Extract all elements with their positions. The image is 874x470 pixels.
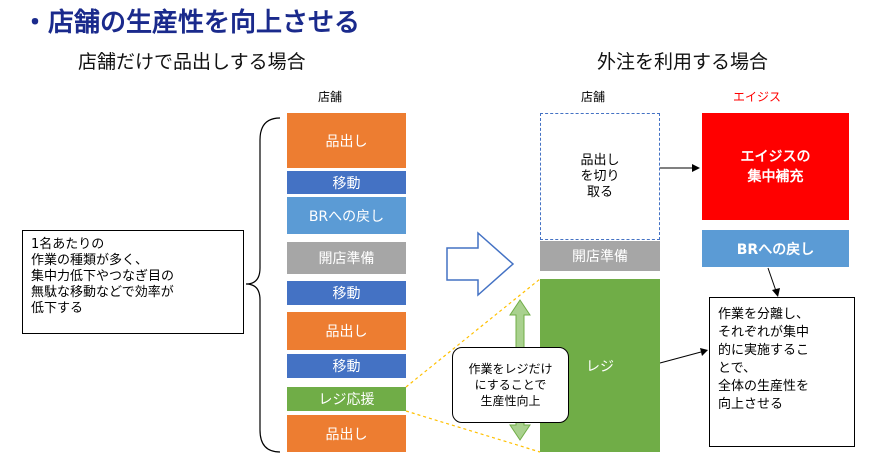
task-block: 開店準備	[287, 242, 406, 274]
task-block: 品出し	[287, 312, 406, 350]
hollow-arrow	[446, 231, 515, 297]
task-block: 移動	[287, 281, 406, 305]
task-block: 移動	[287, 171, 406, 194]
task-block: レジ応援	[287, 387, 406, 411]
center-note: 作業をレジだけ にすることで 生産性向上	[452, 347, 569, 423]
dotted-line-lower	[405, 410, 541, 453]
task-block: 品出し	[287, 415, 406, 452]
col-header-store-left: 店舗	[318, 90, 343, 104]
right-note: 作業を分離し、 それぞれが集中 的に実施するこ とで、 全体の生産性を 向上させ…	[709, 297, 855, 447]
col-header-agency: エイジス	[733, 90, 782, 104]
left-note: 1名あたりの 作業の種類が多く、 集中力低下やつなぎ目の 無駄な移動などで効率が…	[22, 230, 244, 334]
agency-br-block: BRへの戻し	[702, 230, 849, 267]
cutout-box: 品出し を切り 取る	[540, 113, 660, 240]
task-block: BRへの戻し	[287, 197, 406, 234]
right-subtitle: 外注を利用する場合	[597, 51, 769, 73]
col-header-store-right: 店舗	[581, 90, 606, 104]
left-subtitle: 店舗だけで品出しする場合	[78, 51, 306, 73]
right-open-prep-block: 開店準備	[540, 241, 660, 271]
arrow-register-to-note	[659, 351, 702, 364]
left-brace	[245, 117, 281, 453]
arrow-br-to-note	[767, 267, 777, 292]
agency-main-block: エイジスの 集中補充	[702, 113, 849, 220]
page-title: ・店舗の生産性を向上させる	[22, 8, 361, 38]
task-block: 品出し	[287, 113, 406, 168]
dotted-line-upper	[405, 278, 541, 388]
task-block: 移動	[287, 354, 406, 378]
